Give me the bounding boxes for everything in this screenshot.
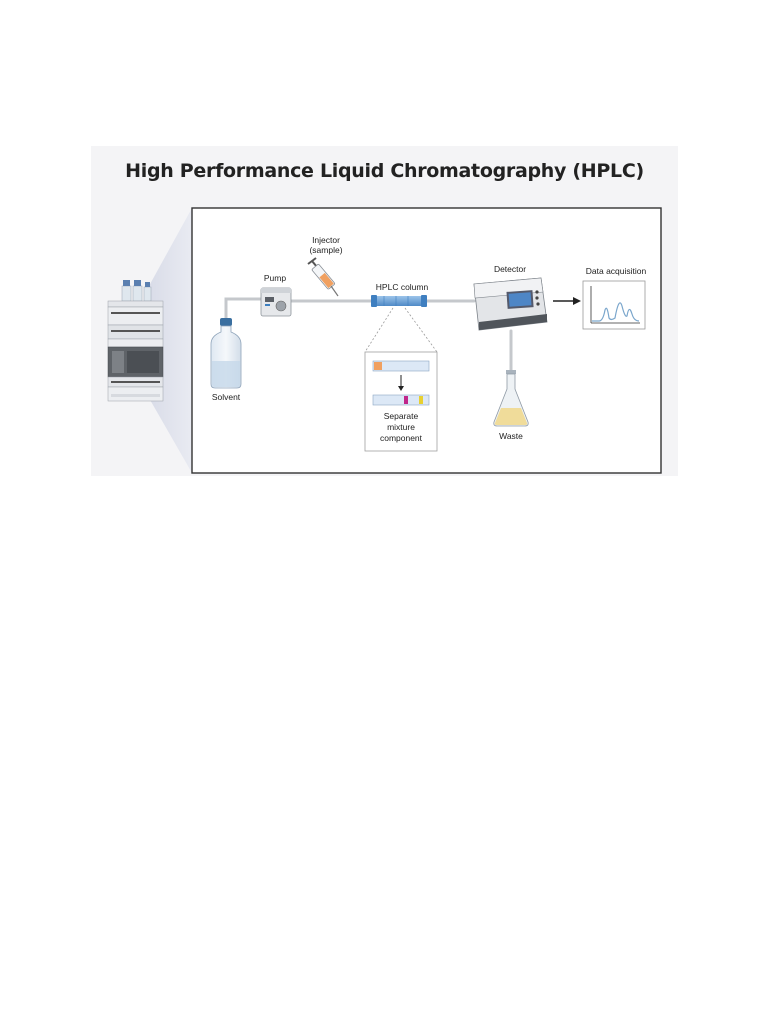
diagram-canvas: Injector (sample) Pump HPLC column Detec… [107, 207, 662, 474]
column-icon [371, 295, 427, 307]
injector-label-line2: (sample) [309, 245, 342, 255]
solvent-label: Solvent [212, 392, 241, 402]
detector-label: Detector [494, 264, 526, 274]
pump-label: Pump [264, 273, 286, 283]
flask-icon [493, 370, 529, 427]
chromatogram-icon [582, 280, 646, 330]
hplc-instrument-icon [107, 280, 164, 402]
hplc-figure: High Performance Liquid Chromatography (… [91, 146, 678, 476]
waste-label: Waste [499, 431, 523, 441]
column-label: HPLC column [376, 282, 429, 292]
column-callout [364, 307, 438, 452]
syringe-icon [307, 257, 339, 297]
injector-label-line1: Injector [312, 235, 340, 245]
figure-title: High Performance Liquid Chromatography (… [125, 160, 644, 182]
solvent-bottle-icon [210, 318, 242, 389]
separate-label-line1: Separate [384, 411, 419, 421]
data-acquisition-label: Data acquisition [586, 266, 647, 276]
arrow-icon [553, 297, 581, 305]
tubing [224, 297, 513, 373]
pump-icon [260, 287, 292, 317]
separate-label-line2: mixture [387, 422, 415, 432]
zoom-projection [149, 208, 192, 473]
separate-label-line3: component [380, 433, 423, 443]
detector-icon [473, 277, 548, 331]
